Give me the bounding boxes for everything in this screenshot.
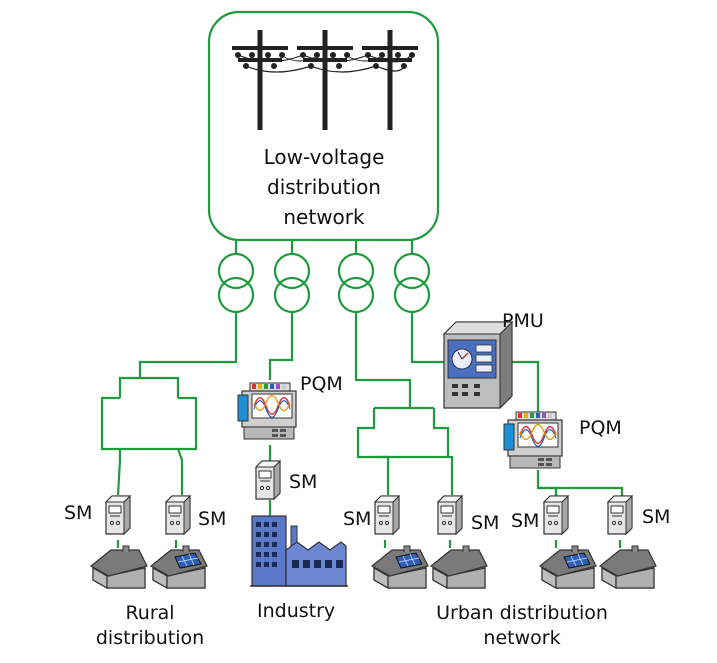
house-icon: [430, 545, 488, 589]
sm-label: SM: [471, 512, 500, 534]
industry-label: Industry: [257, 600, 336, 622]
pqm-label-industry: PQM: [300, 373, 343, 395]
feeder-lines: [234, 240, 414, 254]
house-icon: [599, 545, 657, 589]
sm-label: SM: [343, 508, 372, 530]
smart-meter-icon: [437, 495, 463, 535]
rural-label: Rural distribution: [80, 604, 220, 648]
power-pole-icon: [232, 30, 418, 130]
network-title-line3: network: [283, 205, 365, 229]
pmu-label: PMU: [502, 310, 544, 332]
smart-meter-icon: [105, 495, 131, 535]
pqm-label-urban: PQM: [579, 417, 622, 439]
solar-house-icon: [371, 545, 429, 589]
pqm-device-icon: [503, 411, 563, 469]
network-title-line2: distribution: [267, 175, 381, 199]
sm-label: SM: [198, 508, 227, 530]
urban-label-line1: Urban distribution: [436, 602, 608, 624]
smart-meter-icon: [607, 495, 633, 535]
network-title: Low-voltage distribution network: [239, 142, 409, 232]
transformer-icon: [337, 252, 375, 314]
factory-icon: [250, 515, 348, 587]
distribution-lines: [100, 312, 624, 548]
sm-label: SM: [511, 510, 540, 532]
urban-label: Urban distribution network: [412, 604, 632, 648]
sm-label: SM: [289, 471, 318, 493]
house-icon: [90, 545, 148, 589]
solar-house-icon: [539, 545, 597, 589]
pmu-device-icon: [442, 320, 514, 410]
rural-label-line2: distribution: [95, 627, 205, 649]
urban-label-line2: network: [483, 627, 561, 649]
transformer-icon: [393, 252, 431, 314]
transformer-icon: [217, 252, 255, 314]
smart-meter-icon: [165, 495, 191, 535]
solar-house-icon: [150, 545, 208, 589]
transformer-icon: [273, 252, 311, 314]
rural-label-line1: Rural: [125, 602, 175, 624]
sm-label: SM: [64, 502, 93, 524]
sm-label: SM: [642, 506, 671, 528]
smart-meter-icon: [543, 495, 569, 535]
pqm-device-icon: [237, 382, 297, 440]
network-title-line1: Low-voltage: [263, 145, 385, 169]
smart-meter-icon: [255, 460, 281, 500]
smart-meter-icon: [374, 495, 400, 535]
